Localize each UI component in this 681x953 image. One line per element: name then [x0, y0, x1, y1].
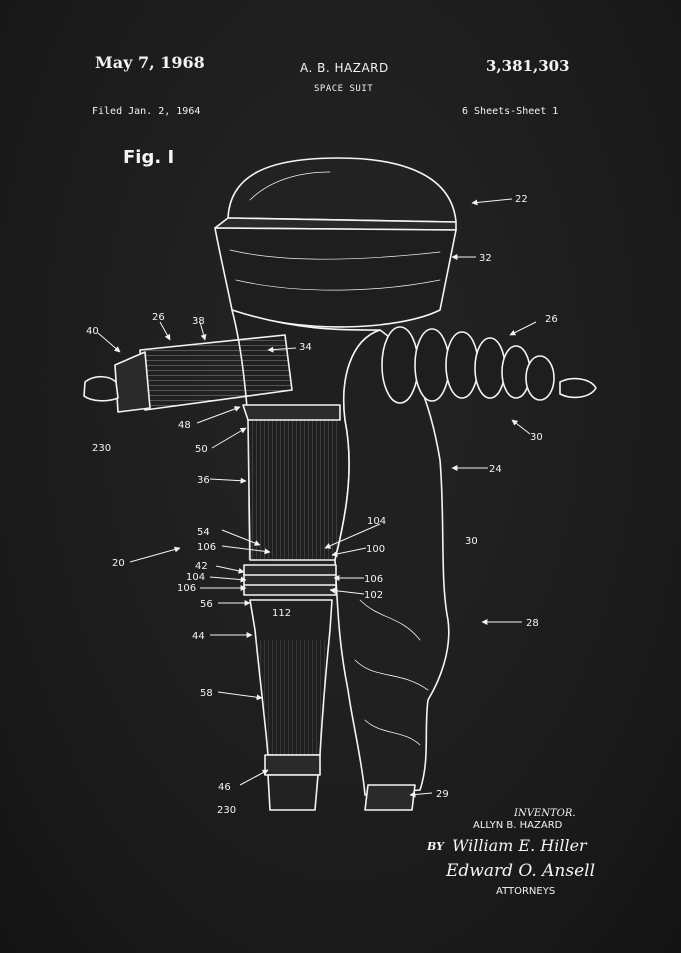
helmet-dome [227, 157, 457, 223]
ref-48: 48 [178, 420, 191, 431]
attorney-signature-1: William E. Hiller [452, 836, 587, 855]
inventor-name: ALLYN B. HAZARD [473, 820, 563, 831]
ref-230-upper: 230 [92, 443, 111, 454]
ref-46: 46 [218, 782, 231, 793]
ref-36: 36 [197, 475, 210, 486]
ref-22: 22 [515, 194, 528, 205]
helmet-body [214, 227, 457, 328]
attorneys-label: ATTORNEYS [496, 886, 556, 897]
attorney-signature-2: Edward O. Ansell [446, 861, 596, 881]
ref-29: 29 [436, 789, 449, 800]
ref-42: 42 [195, 561, 208, 572]
ref-100: 100 [366, 544, 385, 555]
ref-40: 40 [86, 326, 99, 337]
inventor-label: INVENTOR. [514, 808, 576, 819]
ref-28: 28 [526, 618, 539, 629]
ref-24: 24 [489, 464, 502, 475]
ref-106-right: 106 [364, 574, 383, 585]
ref-34: 34 [299, 342, 312, 353]
ref-30-leg: 30 [465, 536, 478, 547]
ref-112: 112 [272, 608, 291, 619]
ref-30-arm: 30 [530, 432, 543, 443]
patent-title: SPACE SUIT [314, 84, 374, 94]
ref-54: 54 [197, 527, 210, 538]
ref-20: 20 [112, 558, 125, 569]
right-arm [381, 326, 597, 404]
ref-58: 58 [200, 688, 213, 699]
reference-numerals: 22 32 26 38 40 34 26 230 48 50 30 24 36 … [86, 194, 558, 816]
ref-50: 50 [195, 444, 208, 455]
ref-56: 56 [200, 599, 213, 610]
filing-date: Filed Jan. 2, 1964 [92, 106, 201, 117]
ref-44: 44 [192, 631, 205, 642]
sheet-count: 6 Sheets-Sheet 1 [462, 106, 559, 117]
waist-ring [243, 564, 337, 596]
ref-104-lower: 104 [186, 572, 205, 583]
patent-number: 3,381,303 [486, 57, 570, 75]
ref-104-upper: 104 [367, 516, 386, 527]
ref-38: 38 [192, 316, 205, 327]
ref-26-right: 26 [545, 314, 558, 325]
ref-106-lower: 106 [177, 583, 196, 594]
figure-label: Fig. I [123, 147, 175, 168]
inventor-header: A. B. HAZARD [300, 61, 389, 75]
by-label: BY [427, 840, 444, 853]
patent-date: May 7, 1968 [95, 53, 205, 72]
ref-32: 32 [479, 253, 492, 264]
ref-102: 102 [364, 590, 383, 601]
ref-26-left: 26 [152, 312, 165, 323]
ref-106-upper: 106 [197, 542, 216, 553]
ref-230-lower: 230 [217, 805, 236, 816]
